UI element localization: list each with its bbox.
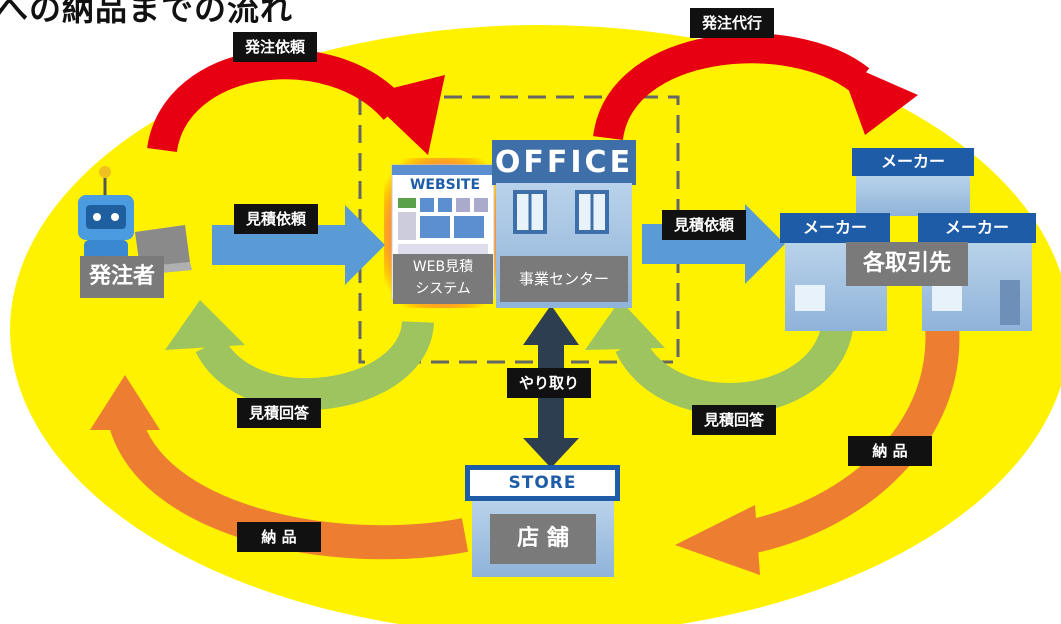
suppliers-label: 各取引先 bbox=[846, 242, 968, 286]
exchange-arrow-up bbox=[523, 305, 579, 345]
maker-sign-2: メーカー bbox=[802, 218, 867, 237]
estimate-reply-right-arrowhead bbox=[585, 300, 665, 350]
exchange-arrow-down bbox=[523, 438, 579, 468]
estimate-reply-left-arrow bbox=[195, 319, 434, 411]
order-proxy-label: 発注代行 bbox=[690, 8, 774, 38]
order-request-label: 発注依頼 bbox=[233, 32, 317, 62]
exchange-label: やり取り bbox=[507, 368, 591, 398]
maker-sign-1: メーカー bbox=[880, 152, 945, 171]
web-system-label-line1: WEB見積 bbox=[412, 259, 474, 275]
order-request-arrowhead bbox=[365, 75, 445, 155]
order-request-arrow bbox=[147, 49, 407, 153]
order-proxy-arrowhead bbox=[838, 60, 918, 135]
estimate-reply-left-arrowhead bbox=[165, 300, 245, 350]
maker-sign-3: メーカー bbox=[944, 218, 1009, 237]
delivery-left-label: 納 品 bbox=[237, 522, 321, 552]
estimate-reply-right-label: 見積回答 bbox=[692, 405, 776, 435]
background-ellipse bbox=[10, 25, 1061, 624]
orderer-label: 発注者 bbox=[80, 256, 164, 298]
estimate-reply-right-arrow bbox=[615, 316, 854, 415]
store-sign: STORE bbox=[508, 473, 577, 493]
estimate-request-left-label: 見積依頼 bbox=[234, 204, 318, 234]
website-screen-text: WEBSITE bbox=[409, 177, 481, 193]
office-sign: OFFICE bbox=[494, 145, 634, 180]
delivery-right-label: 納 品 bbox=[848, 436, 932, 466]
web-system-label: WEB見積 システム bbox=[393, 254, 493, 304]
order-proxy-arrow bbox=[593, 33, 870, 141]
web-system-label-line2: システム bbox=[415, 281, 471, 297]
store-label: 店 舗 bbox=[490, 514, 596, 564]
delivery-left-arrowhead bbox=[90, 375, 160, 430]
page-title: への納品までの流れ bbox=[0, 0, 294, 28]
estimate-reply-left-label: 見積回答 bbox=[237, 398, 321, 428]
delivery-right-arrowhead bbox=[675, 505, 760, 575]
office-label: 事業センター bbox=[500, 256, 628, 302]
estimate-request-right-label: 見積依頼 bbox=[662, 210, 746, 240]
